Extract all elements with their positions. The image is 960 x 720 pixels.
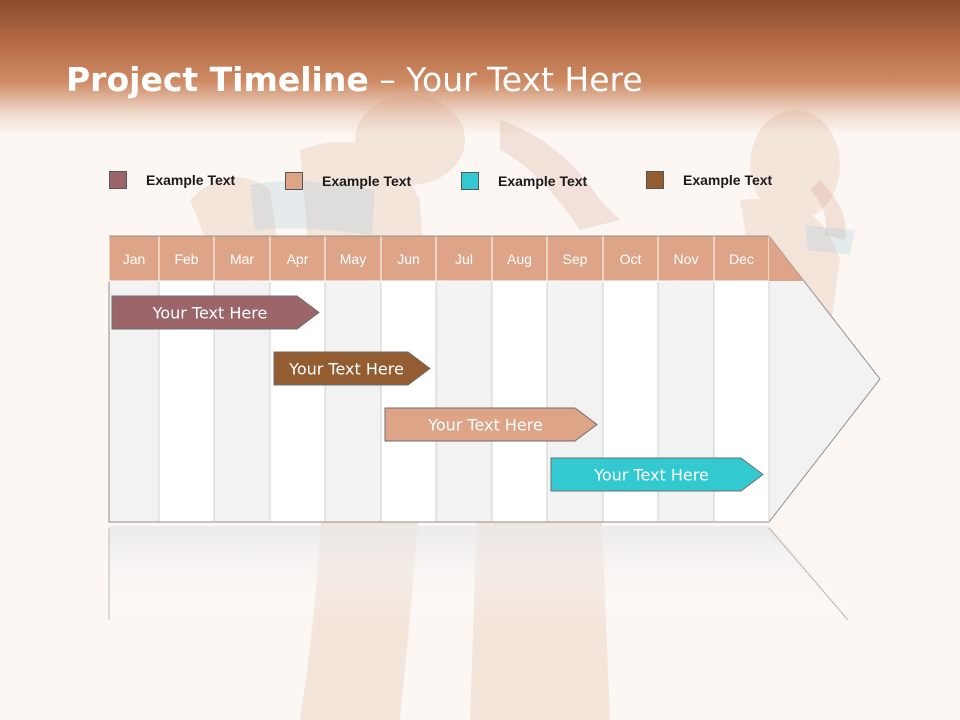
month-column	[325, 281, 381, 522]
task-label: Your Text Here	[593, 466, 709, 485]
task-label: Your Text Here	[152, 304, 268, 323]
title-banner	[0, 0, 960, 135]
task-label: Your Text Here	[427, 416, 543, 435]
month-column	[492, 281, 547, 522]
task-arrow	[384, 407, 598, 442]
reflection-shape	[109, 526, 860, 622]
task-arrow	[273, 351, 431, 386]
legend-swatch	[646, 171, 664, 189]
title-bold: Project Timeline	[66, 60, 369, 99]
month-label: Sep	[563, 251, 588, 267]
task-label: Your Text Here	[288, 360, 404, 379]
month-header-cell	[324, 235, 382, 282]
month-label: Oct	[620, 251, 642, 267]
legend-label: Example Text	[498, 173, 588, 189]
month-label: Jun	[397, 251, 420, 267]
month-header-cell	[546, 235, 604, 282]
task-arrow	[111, 295, 320, 330]
title-subtitle: – Your Text Here	[368, 60, 643, 99]
month-header-cell	[435, 235, 493, 282]
month-label: Jul	[455, 251, 473, 267]
month-header-cell	[657, 235, 715, 282]
chart-reflection	[108, 526, 860, 622]
month-label: Mar	[230, 251, 254, 267]
reflection-edge	[768, 527, 849, 621]
month-label: Jan	[123, 251, 146, 267]
month-header: Jan Feb Mar Apr May Jun Jul Aug Sep Oct Nov Dec	[108, 235, 804, 282]
month-header-cell	[158, 235, 215, 282]
legend-swatch	[461, 172, 479, 190]
legend-swatch	[109, 171, 127, 189]
task-arrow	[550, 457, 764, 492]
page-title: Project Timeline – Your Text Here	[66, 58, 643, 102]
month-label: Dec	[729, 251, 754, 267]
legend-label: Example Text	[146, 172, 236, 188]
header-tip	[769, 236, 804, 281]
month-header-cell	[713, 235, 770, 282]
month-header-cell	[269, 235, 326, 282]
legend-swatch	[285, 172, 303, 190]
month-label: Nov	[674, 251, 699, 267]
month-label: Aug	[507, 251, 532, 267]
month-column	[436, 281, 492, 522]
month-label: May	[340, 251, 366, 267]
month-label: Feb	[174, 251, 198, 267]
month-label: Apr	[287, 251, 309, 267]
month-header-cell	[213, 235, 271, 282]
legend-label: Example Text	[683, 172, 773, 188]
legend-label: Example Text	[322, 173, 412, 189]
month-column	[381, 281, 436, 522]
